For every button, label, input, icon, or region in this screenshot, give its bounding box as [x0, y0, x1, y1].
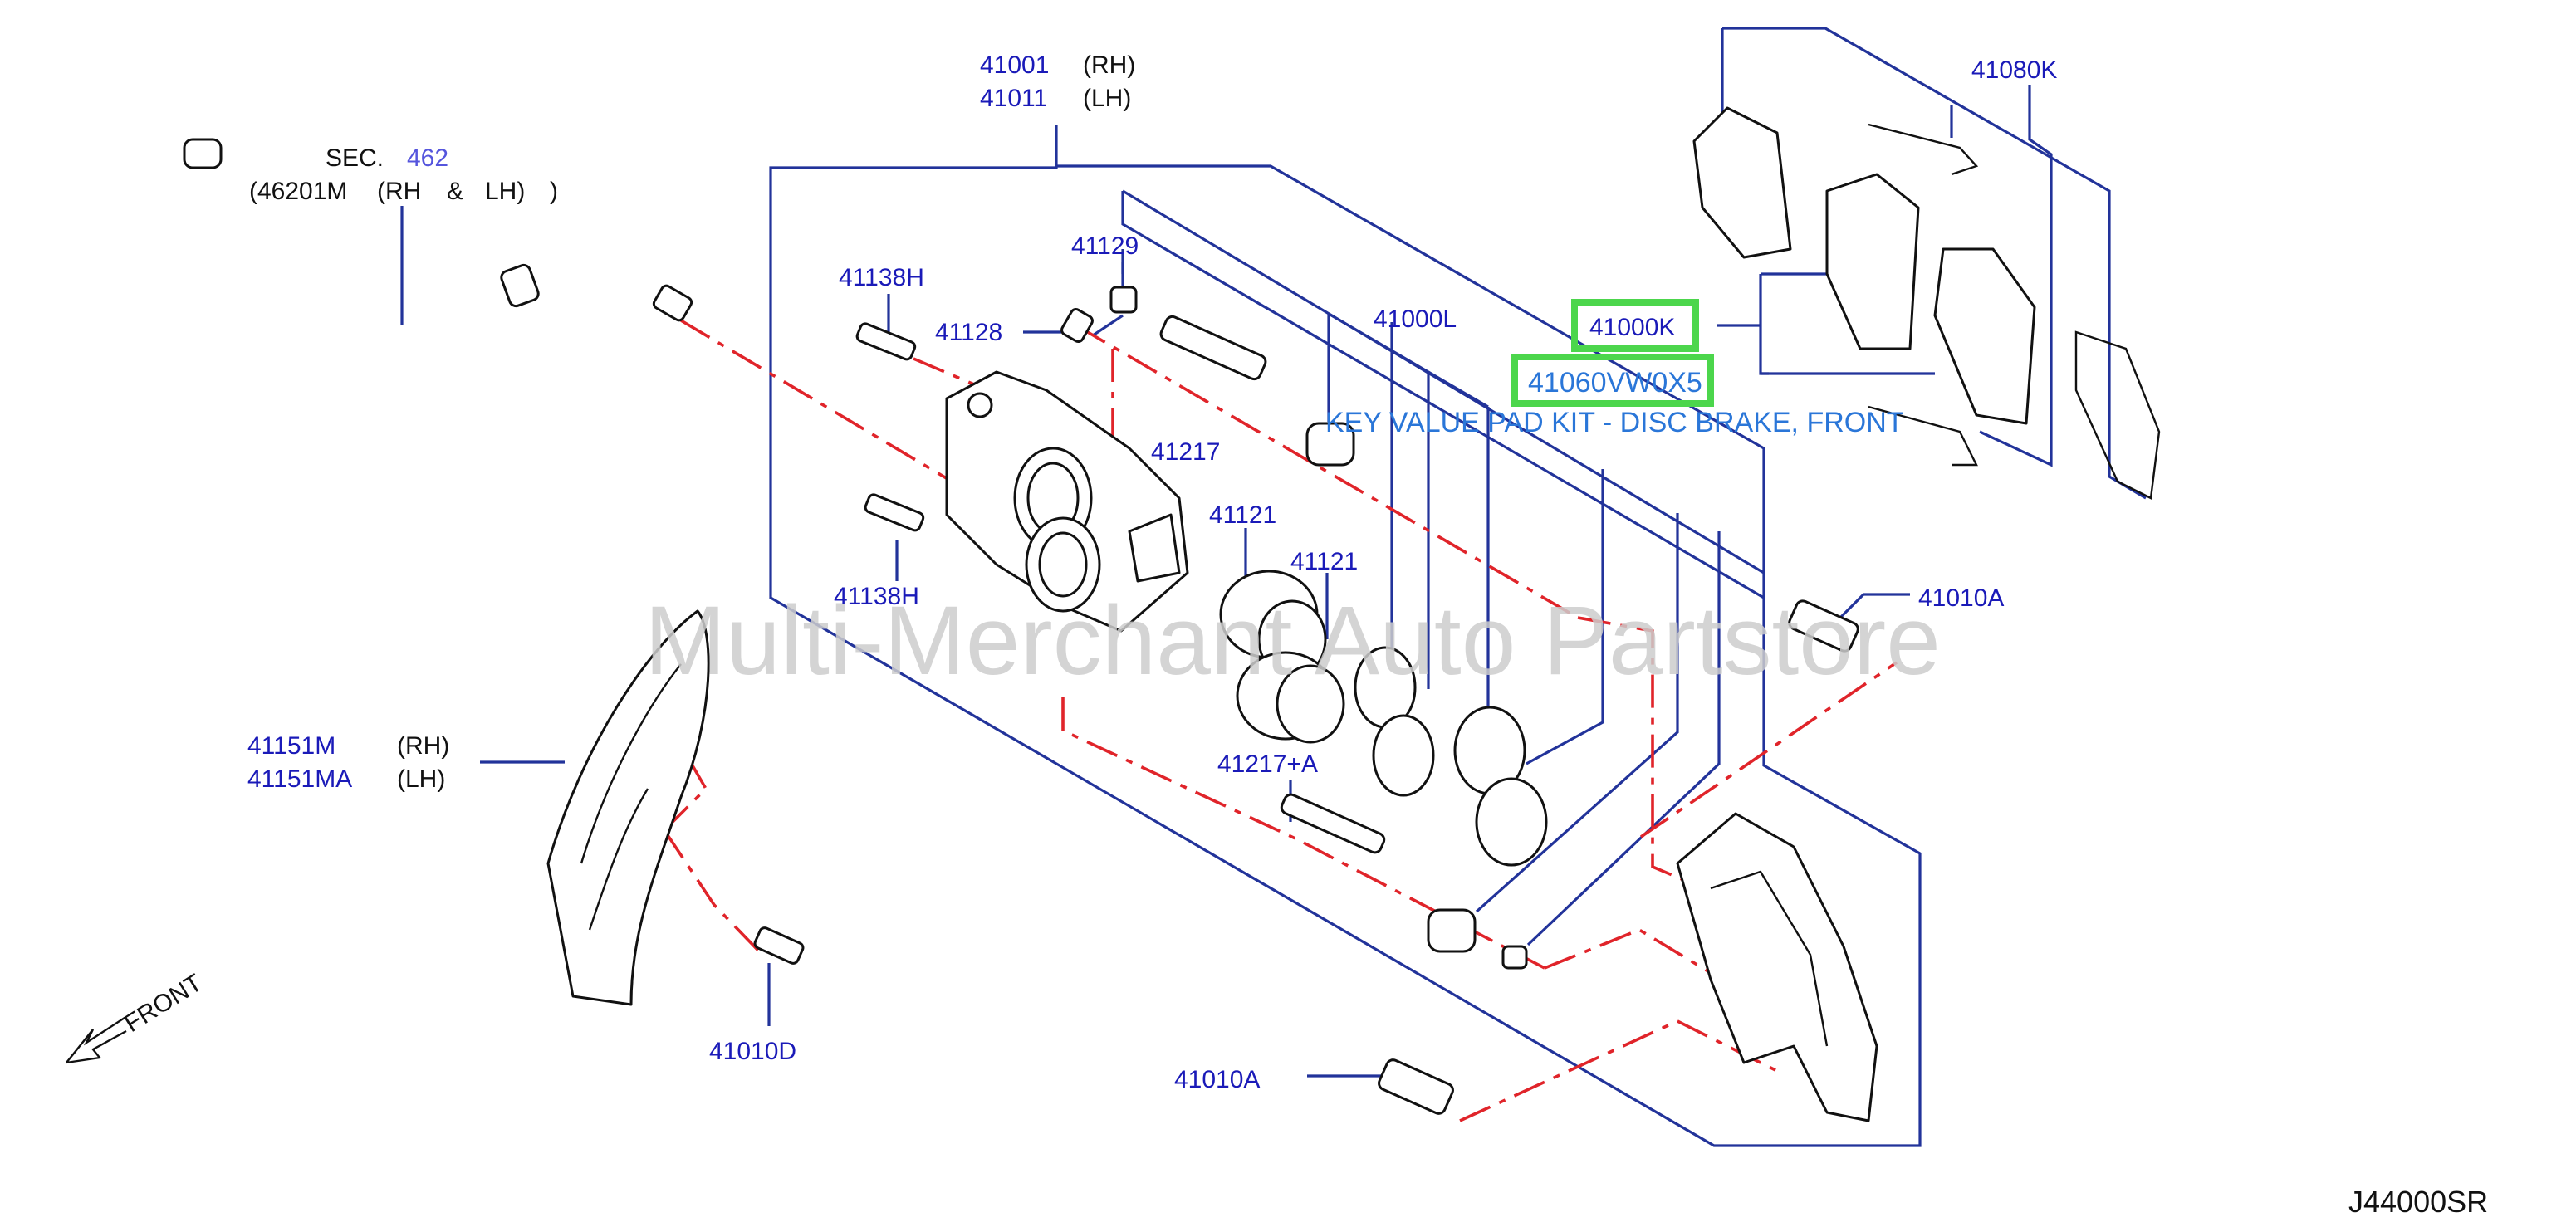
bleeder-41128[interactable]: 41128	[935, 319, 1002, 346]
watermark: Multi-Merchant Auto Partstore	[644, 586, 1941, 696]
sec-prefix: SEC.	[326, 144, 384, 172]
shield-41151m[interactable]: 41151M	[247, 732, 335, 760]
bolts	[753, 286, 1859, 1115]
piston-41121-b[interactable]: 41121	[1290, 548, 1358, 575]
pad-kit-description: KEY VALUE PAD KIT - DISC BRAKE, FRONT	[1325, 407, 1904, 438]
front-arrow-icon	[66, 1016, 127, 1064]
seal-kit-41000l[interactable]: 41000L	[1374, 306, 1457, 333]
bolt-41138h-top[interactable]: 41138H	[839, 264, 924, 291]
shield-rh-side: (RH)	[397, 732, 449, 760]
pin-41217a[interactable]: 41217+A	[1217, 750, 1318, 778]
hose-rh: (RH	[377, 178, 421, 205]
hose-part-label: (46201M	[249, 178, 347, 205]
hose-lh: LH)	[485, 178, 525, 205]
hose-part	[183, 138, 693, 355]
bolt-41010a-upper[interactable]: 41010A	[1918, 584, 2004, 612]
pad-hw-kit-41080k[interactable]: 41080K	[1971, 56, 2057, 84]
hose-close: )	[550, 178, 558, 205]
pad-kit-41000k[interactable]: 41000K	[1589, 314, 1675, 341]
shield-part	[546, 609, 710, 1006]
diagram-ref: J44000SR	[2348, 1185, 2488, 1219]
cap-41129[interactable]: 41129	[1071, 232, 1139, 260]
shield-bolt-41010d[interactable]: 41010D	[709, 1038, 796, 1065]
piston-41121-a[interactable]: 41121	[1209, 501, 1276, 529]
caliper-rh-side: (RH)	[1083, 51, 1135, 79]
pad-kit-highlight-box	[1571, 299, 1699, 352]
hose-amp: &	[447, 178, 463, 205]
bolt-41138h-bottom[interactable]: 41138H	[834, 583, 919, 610]
front-label: FRONT	[120, 969, 207, 1038]
caliper-lh-part[interactable]: 41011	[980, 85, 1047, 112]
pin-41217[interactable]: 41217	[1151, 438, 1220, 466]
shield-41151ma[interactable]: 41151MA	[247, 765, 352, 793]
sec-462-link[interactable]: 462	[407, 144, 448, 172]
pad-parts	[1692, 106, 2161, 500]
pistons-seals	[1219, 570, 1548, 867]
caliper-rh-part[interactable]: 41001	[980, 51, 1049, 79]
leader-lines	[400, 27, 2147, 1147]
shield-lh-side: (LH)	[397, 765, 445, 793]
pad-kit-main-highlight-box	[1511, 354, 1714, 407]
bracket-part	[1676, 812, 1878, 1122]
bolt-41010a-lower[interactable]: 41010A	[1174, 1066, 1260, 1093]
caliper-body	[945, 370, 1189, 633]
caliper-lh-side: (LH)	[1083, 85, 1131, 112]
pad-kit-41060vw0x5[interactable]: 41060VW0X5	[1528, 367, 1702, 398]
